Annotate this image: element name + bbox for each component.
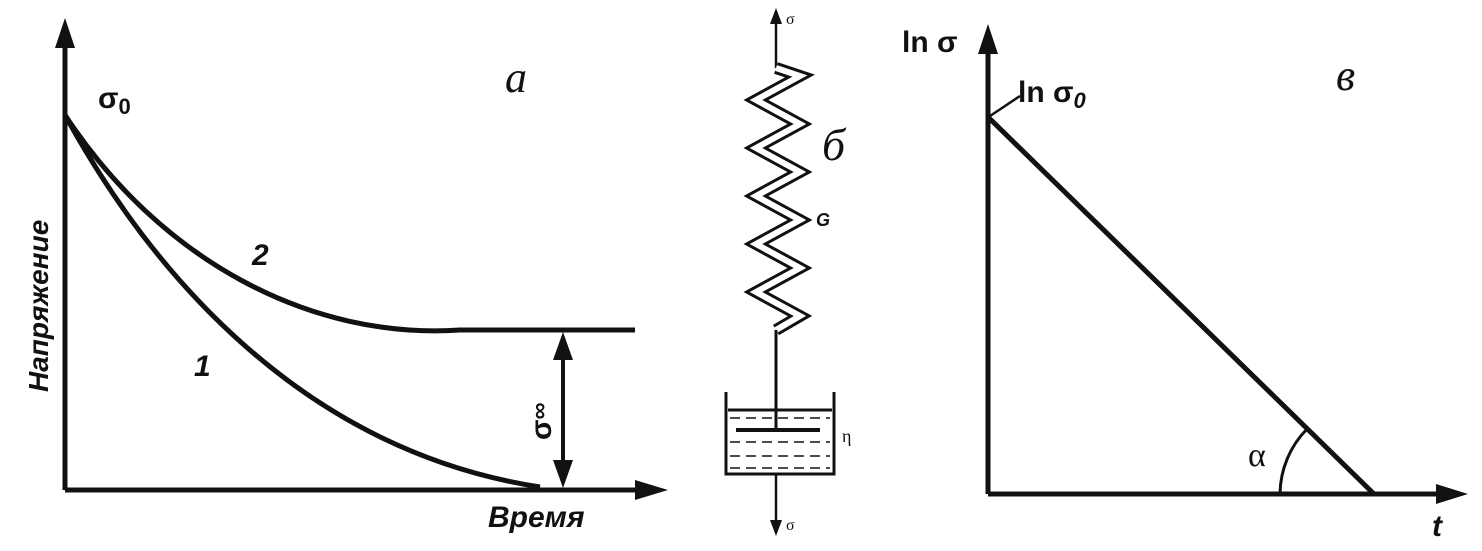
panel-a-sigma-inf-label: σ∞: [525, 402, 558, 440]
panel-b-top-force-label: σ: [786, 11, 795, 28]
panel-a-sigma-inf-arrow-up: [553, 332, 573, 360]
panel-a-curve-1-label: 1: [194, 350, 211, 383]
panel-c-y-axis-label: ln σ: [902, 26, 958, 59]
panel-a-letter: а: [505, 53, 527, 102]
panel-b-top-arrow: [770, 8, 782, 24]
panel-b-dashpot-cup: [724, 392, 836, 476]
panel-a-sigma-inf-arrow-down: [553, 460, 573, 488]
panel-b-letter: б: [822, 119, 847, 170]
panel-c-intercept-label: ln σ0: [1018, 76, 1087, 113]
panel-a-curve-2-label: 2: [251, 239, 269, 272]
panel-b-bottom-arrow: [770, 520, 782, 536]
panel-b: σ G б η σ: [724, 8, 851, 536]
panel-c-letter: в: [1336, 51, 1355, 100]
panel-c: ln σ ln σ0 в α t: [902, 24, 1468, 543]
panel-b-dashpot-label: η: [842, 426, 851, 446]
panel-b-bottom-force-label: σ: [786, 517, 795, 534]
panel-a-curve-1: [62, 113, 541, 490]
panel-c-decay-line: [986, 115, 1376, 496]
panel-c-x-axis-label: t: [1432, 510, 1444, 543]
panel-b-spring-label: G: [816, 210, 830, 230]
panel-a-curve-2: [62, 113, 635, 334]
panel-a-x-axis-arrow: [635, 480, 668, 500]
panel-b-spring-inner: [749, 65, 808, 333]
panel-a-y-axis-arrow: [55, 18, 75, 48]
panel-c-y-axis-arrow: [978, 24, 998, 54]
panel-a-sigma0-label: σ0: [98, 82, 131, 119]
panel-c-x-axis-arrow: [1436, 484, 1468, 504]
panel-a-y-axis-label: Напряжение: [23, 220, 54, 392]
panel-c-angle-label: α: [1248, 437, 1266, 474]
panel-c-angle-arc: [1278, 427, 1309, 495]
panel-a: а σ0 Напряжение Время 2 1 σ∞: [23, 18, 668, 534]
panel-a-x-axis-label: Время: [488, 501, 585, 534]
panel-c-intercept-leader: [989, 94, 1021, 118]
